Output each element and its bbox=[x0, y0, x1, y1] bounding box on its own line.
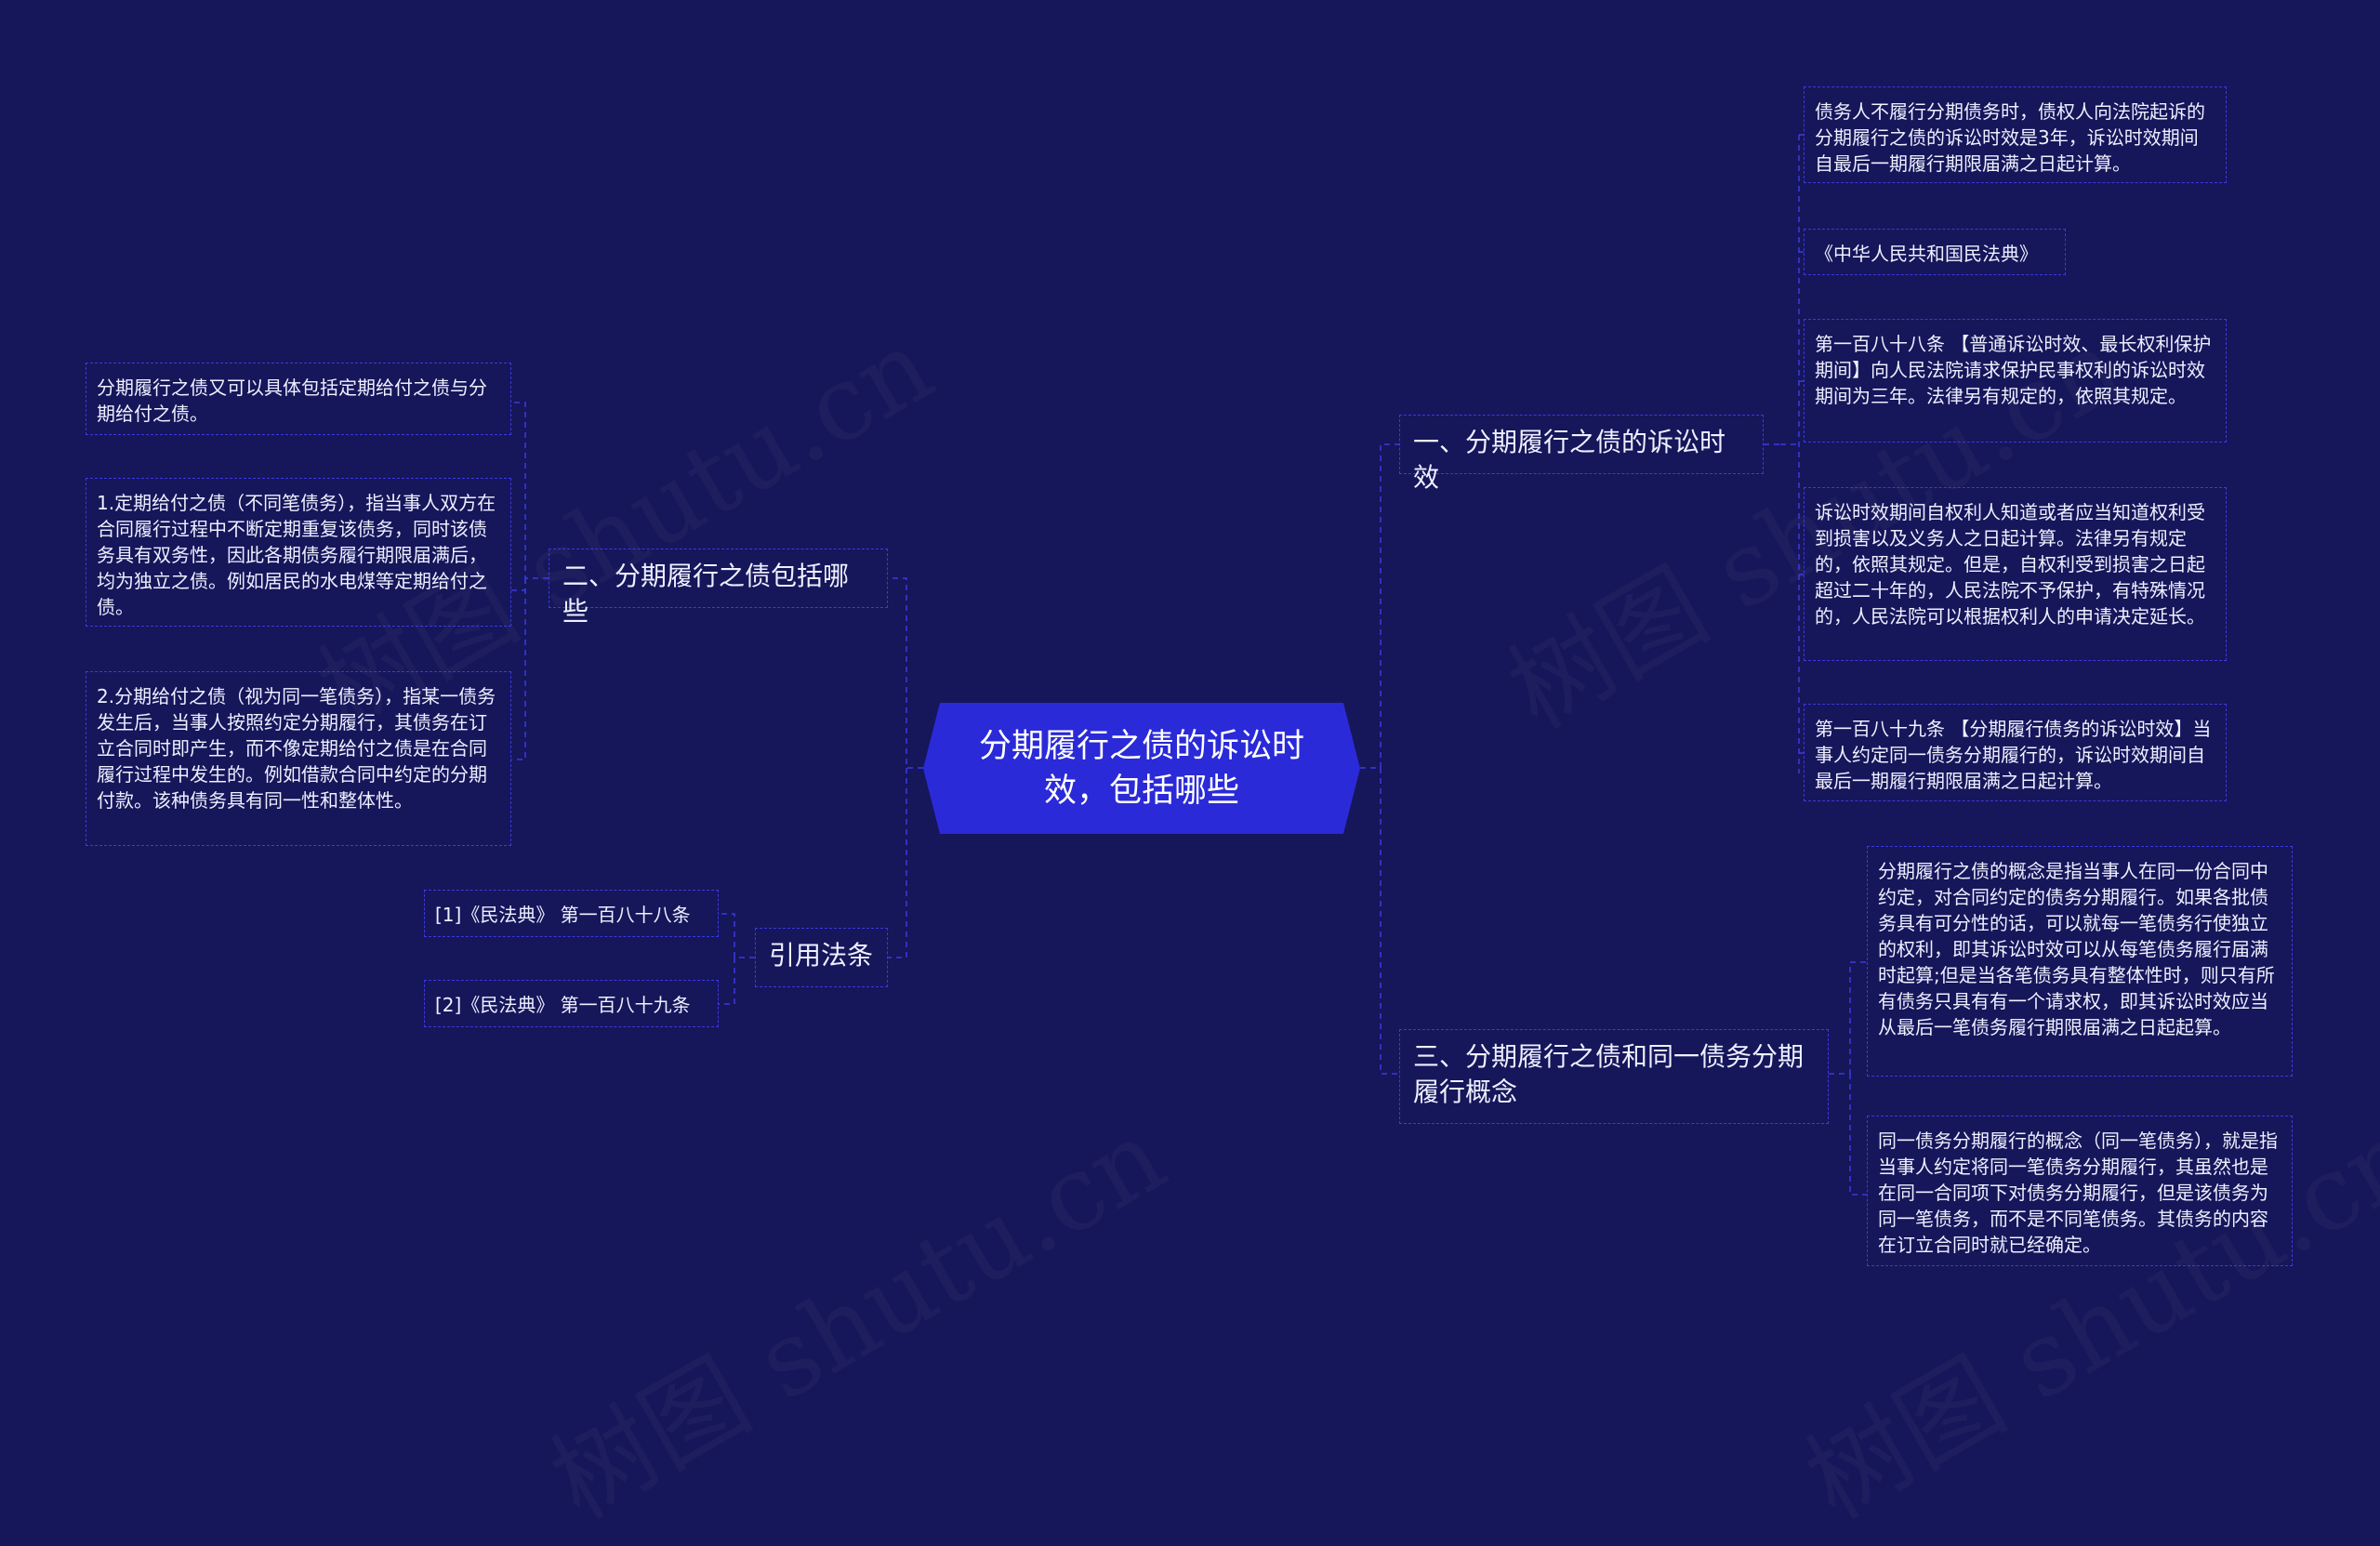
leaf-node[interactable]: 第一百八十八条 【普通诉讼时效、最长权利保护期间】向人民法院请求保护民事权利的诉… bbox=[1804, 319, 2227, 443]
connector-line bbox=[511, 578, 526, 760]
connector-line bbox=[888, 768, 907, 958]
mindmap-connectors bbox=[511, 134, 1867, 1196]
branch-label: 引用法条 bbox=[769, 940, 874, 971]
branch-label: 三、分期履行之债和同一债务分期履行概念 bbox=[1413, 1041, 1805, 1107]
leaf-node[interactable]: 《中华人民共和国民法典》 bbox=[1804, 229, 2066, 275]
leaf-node[interactable]: 分期履行之债的概念是指当事人在同一份合同中约定，对合同约定的债务分期履行。如果各… bbox=[1867, 846, 2293, 1077]
leaf-node[interactable]: [2]《民法典》 第一百八十九条 bbox=[424, 980, 719, 1027]
leaf-text: 2.分期给付之债（视为同一笔债务），指某一债务发生后，当事人按照约定分期履行，其… bbox=[97, 685, 496, 812]
leaf-text: 分期履行之债又可以具体包括定期给付之债与分期给付之债。 bbox=[97, 377, 487, 425]
leaf-text: [2]《民法典》 第一百八十九条 bbox=[435, 994, 691, 1016]
connector-line bbox=[1849, 1074, 1867, 1196]
branch-concept-comparison[interactable]: 三、分期履行之债和同一债务分期履行概念 bbox=[1399, 1029, 1829, 1124]
leaf-text: 第一百八十九条 【分期履行债务的诉讼时效】当事人约定同一债务分期履行的，诉讼时效… bbox=[1815, 718, 2212, 792]
leaf-node[interactable]: [1]《民法典》 第一百八十八条 bbox=[424, 890, 719, 937]
branch-statute-of-limitations[interactable]: 一、分期履行之债的诉讼时效 bbox=[1399, 415, 1764, 493]
leaf-text: 诉讼时效期间自权利人知道或者应当知道权利受到损害以及义务人之日起计算。法律另有规… bbox=[1815, 501, 2205, 628]
leaf-text: 分期履行之债的概念是指当事人在同一份合同中约定，对合同约定的债务分期履行。如果各… bbox=[1878, 860, 2275, 1038]
branch-cited-statutes[interactable]: 引用法条 bbox=[755, 928, 888, 987]
branch-types[interactable]: 二、分期履行之债包括哪些 bbox=[549, 548, 888, 627]
leaf-node[interactable]: 诉讼时效期间自权利人知道或者应当知道权利受到损害以及义务人之日起计算。法律另有规… bbox=[1804, 487, 2227, 661]
leaf-text: 第一百八十八条 【普通诉讼时效、最长权利保护期间】向人民法院请求保护民事权利的诉… bbox=[1815, 333, 2212, 407]
leaf-node[interactable]: 债务人不履行分期债务时，债权人向法院起诉的分期履行之债的诉讼时效是3年，诉讼时效… bbox=[1804, 86, 2227, 183]
connector-line bbox=[511, 402, 549, 579]
leaf-text: 同一债务分期履行的概念（同一笔债务），就是指当事人约定将同一笔债务分期履行，其虽… bbox=[1878, 1130, 2278, 1256]
connector-line bbox=[719, 958, 735, 1005]
connector-line bbox=[1360, 443, 1399, 769]
connector-line bbox=[1380, 768, 1399, 1075]
center-topic[interactable]: 分期履行之债的诉讼时效，包括哪些 bbox=[923, 703, 1360, 834]
leaf-text: 《中华人民共和国民法典》 bbox=[1815, 243, 2038, 265]
leaf-text: [1]《民法典》 第一百八十八条 bbox=[435, 904, 691, 926]
leaf-node[interactable]: 分期履行之债又可以具体包括定期给付之债与分期给付之债。 bbox=[86, 363, 511, 435]
leaf-node[interactable]: 同一债务分期履行的概念（同一笔债务），就是指当事人约定将同一笔债务分期履行，其虽… bbox=[1867, 1116, 2293, 1266]
leaf-text: 债务人不履行分期债务时，债权人向法院起诉的分期履行之债的诉讼时效是3年，诉讼时效… bbox=[1815, 100, 2205, 175]
connector-line bbox=[1829, 961, 1867, 1075]
connector-line bbox=[511, 578, 526, 591]
connector-line bbox=[888, 577, 923, 769]
leaf-text: 1.定期给付之债（不同笔债务），指当事人双方在合同履行过程中不断定期重复该债务，… bbox=[97, 492, 496, 618]
leaf-node[interactable]: 第一百八十九条 【分期履行债务的诉讼时效】当事人约定同一债务分期履行的，诉讼时效… bbox=[1804, 704, 2227, 801]
center-topic-label: 分期履行之债的诉讼时效，包括哪些 bbox=[978, 727, 1304, 810]
branch-label: 二、分期履行之债包括哪些 bbox=[562, 561, 850, 627]
connector-line bbox=[719, 913, 755, 958]
leaf-node[interactable]: 1.定期给付之债（不同笔债务），指当事人双方在合同履行过程中不断定期重复该债务，… bbox=[86, 478, 511, 627]
branch-label: 一、分期履行之债的诉讼时效 bbox=[1413, 427, 1726, 493]
leaf-node[interactable]: 2.分期给付之债（视为同一笔债务），指某一债务发生后，当事人按照约定分期履行，其… bbox=[86, 671, 511, 846]
